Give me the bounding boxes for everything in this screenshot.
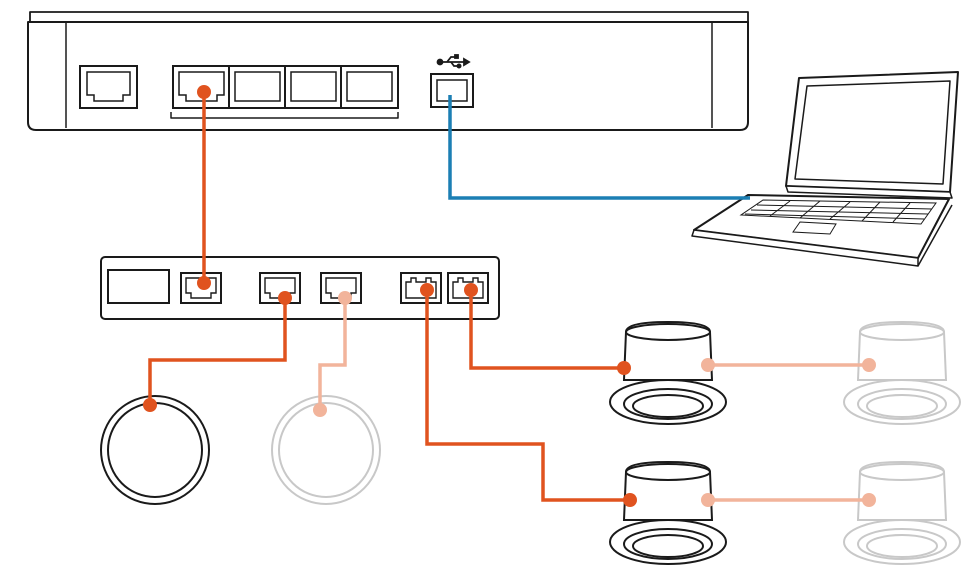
ceiling-speaker-row1-optional xyxy=(843,321,961,425)
router-port-usb xyxy=(430,73,474,108)
box-display-slot xyxy=(107,269,170,304)
connector-dots xyxy=(143,85,876,507)
usb-cable xyxy=(448,95,750,200)
router-port-lan-2 xyxy=(228,65,287,109)
cable-box-to-round-speaker-optional xyxy=(318,298,347,410)
ceiling-speaker-row2-connected xyxy=(609,461,727,565)
usb-icon xyxy=(436,54,471,69)
ceiling-speaker-row2-optional xyxy=(843,461,961,565)
laptop xyxy=(691,71,959,267)
router-port-lan-4 xyxy=(340,65,399,109)
laptop-keyboard xyxy=(739,199,937,235)
router-port-wan xyxy=(79,65,138,109)
round-speaker-optional xyxy=(271,395,381,505)
router-port-lan-3 xyxy=(284,65,343,109)
cable-box-to-ceiling-row1 xyxy=(469,290,624,370)
round-speaker-connected xyxy=(100,395,210,505)
box-rj45-port-2 xyxy=(447,272,489,304)
cable-box-to-round-speaker xyxy=(148,298,287,405)
cable-box-to-ceiling-row2 xyxy=(425,290,630,502)
